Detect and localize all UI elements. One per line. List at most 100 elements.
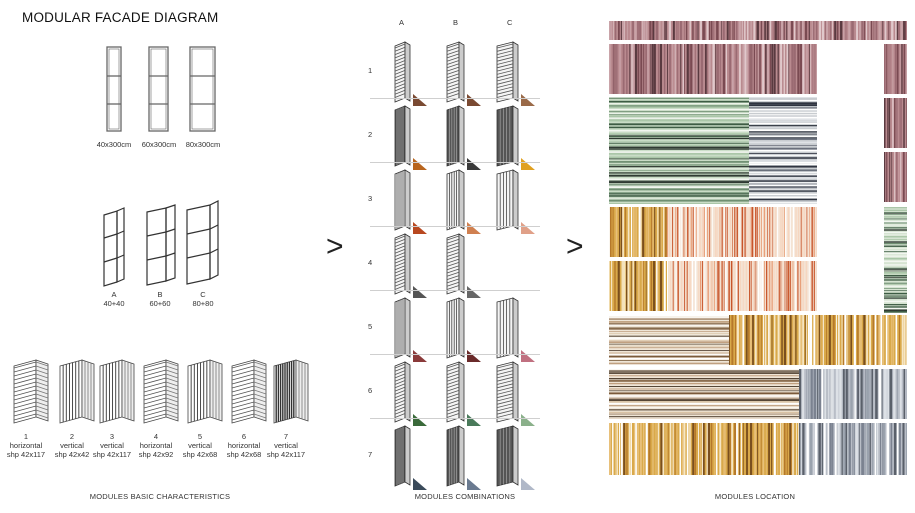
facade-ochre-3 bbox=[729, 315, 907, 365]
module-num-1: 1 bbox=[23, 432, 29, 441]
folded-frame-a bbox=[103, 207, 125, 287]
facade-ochre-2 bbox=[609, 261, 667, 311]
color-swatch-2-B bbox=[467, 158, 481, 170]
color-swatch-1-C bbox=[521, 94, 535, 106]
folded-letter-c: C bbox=[200, 290, 206, 299]
color-swatch-6-A bbox=[413, 414, 427, 426]
page-title: MODULAR FACADE DIAGRAM bbox=[22, 10, 219, 25]
module-shp-1: shp 42x117 bbox=[6, 450, 46, 459]
column-c: C bbox=[507, 18, 513, 27]
color-swatch-6-C bbox=[521, 414, 535, 426]
row-divider bbox=[370, 418, 540, 419]
module-sketch-3 bbox=[99, 359, 135, 424]
module-sketch-4 bbox=[143, 359, 179, 424]
combo-5-B bbox=[446, 297, 481, 362]
facade-mauve-right-2 bbox=[884, 98, 907, 148]
combo-3-A bbox=[394, 169, 427, 234]
combo-1-B bbox=[446, 41, 481, 106]
color-swatch-2-A bbox=[413, 158, 427, 170]
combo-3-B bbox=[446, 169, 481, 234]
module-shp-2: shp 42x42 bbox=[54, 450, 90, 459]
folded-label-c: C 80+80 bbox=[188, 290, 218, 308]
module-sketch-7 bbox=[273, 359, 309, 424]
color-swatch-1-B bbox=[467, 94, 481, 106]
frame-60x300 bbox=[148, 46, 169, 132]
color-swatch-6-B bbox=[467, 414, 481, 426]
facade-ochre-1 bbox=[609, 207, 667, 257]
color-swatch-3-B bbox=[467, 222, 481, 234]
color-swatch-7-A bbox=[413, 478, 427, 490]
combo-1-C bbox=[496, 41, 535, 106]
folded-label-a: A 40+40 bbox=[100, 290, 128, 308]
arrow-2: > bbox=[566, 230, 584, 263]
facade-mauve-right-3 bbox=[884, 152, 907, 202]
module-sketch-1 bbox=[13, 359, 49, 424]
frame-label-40x300: 40x300cm bbox=[96, 140, 132, 149]
module-num-7: 7 bbox=[283, 432, 289, 441]
module-num-3: 3 bbox=[109, 432, 115, 441]
module-orient-6: horizontal bbox=[227, 441, 261, 450]
column-b: B bbox=[453, 18, 459, 27]
module-orient-2: vertical bbox=[60, 441, 84, 450]
folded-dims-a: 40+40 bbox=[103, 299, 125, 308]
facade-cream-1 bbox=[609, 315, 729, 365]
row-6: 6 bbox=[368, 386, 373, 395]
folded-frame-c bbox=[186, 200, 219, 285]
row-3: 3 bbox=[368, 194, 373, 203]
facade-ochre-4 bbox=[609, 423, 799, 475]
row-5: 5 bbox=[368, 322, 373, 331]
folded-label-b: B 60+60 bbox=[145, 290, 175, 308]
label-basic-characteristics: MODULES BASIC CHARACTERISTICS bbox=[89, 492, 231, 501]
module-orient-3: vertical bbox=[100, 441, 124, 450]
module-num-4: 4 bbox=[153, 432, 159, 441]
color-swatch-5-B bbox=[467, 350, 481, 362]
combo-5-C bbox=[496, 297, 535, 362]
module-num-6: 6 bbox=[241, 432, 247, 441]
module-shp-5: shp 42x68 bbox=[182, 450, 218, 459]
label-location: MODULES LOCATION bbox=[714, 492, 796, 501]
color-swatch-2-C bbox=[521, 158, 535, 170]
color-swatch-3-C bbox=[521, 222, 535, 234]
combo-2-B bbox=[446, 105, 481, 170]
facade-top-band bbox=[609, 21, 907, 40]
row-2: 2 bbox=[368, 130, 373, 139]
color-swatch-7-C bbox=[521, 478, 535, 490]
frame-label-80x300: 80x300cm bbox=[185, 140, 221, 149]
module-sketch-5 bbox=[187, 359, 223, 424]
frame-label-60x300: 60x300cm bbox=[141, 140, 177, 149]
module-num-5: 5 bbox=[197, 432, 203, 441]
combo-1-A bbox=[394, 41, 427, 106]
facade-coral-2 bbox=[667, 261, 817, 311]
facade-cream-2 bbox=[609, 369, 799, 419]
module-orient-5: vertical bbox=[188, 441, 212, 450]
row-divider bbox=[370, 226, 540, 227]
combo-3-C bbox=[496, 169, 535, 234]
color-swatch-1-A bbox=[413, 94, 427, 106]
frame-80x300 bbox=[189, 46, 216, 132]
facade-grey-2 bbox=[799, 423, 907, 475]
facade-grey-stripe bbox=[749, 97, 817, 204]
frame-40x300 bbox=[106, 46, 122, 132]
folded-dims-b: 60+60 bbox=[149, 299, 171, 308]
combo-6-A bbox=[394, 361, 427, 426]
folded-frame-b bbox=[146, 204, 176, 286]
module-shp-7: shp 42x117 bbox=[266, 450, 306, 459]
color-swatch-7-B bbox=[467, 478, 481, 490]
folded-dims-c: 80+80 bbox=[192, 299, 214, 308]
combo-2-C bbox=[496, 105, 535, 170]
combo-2-A bbox=[394, 105, 427, 170]
module-orient-4: horizontal bbox=[139, 441, 173, 450]
facade-mauve-right-1 bbox=[884, 44, 907, 94]
row-divider bbox=[370, 162, 540, 163]
label-combinations: MODULES COMBINATIONS bbox=[414, 492, 516, 501]
folded-letter-b: B bbox=[157, 290, 163, 299]
combo-7-A bbox=[394, 425, 427, 490]
module-num-2: 2 bbox=[69, 432, 75, 441]
combo-4-B bbox=[446, 233, 481, 298]
